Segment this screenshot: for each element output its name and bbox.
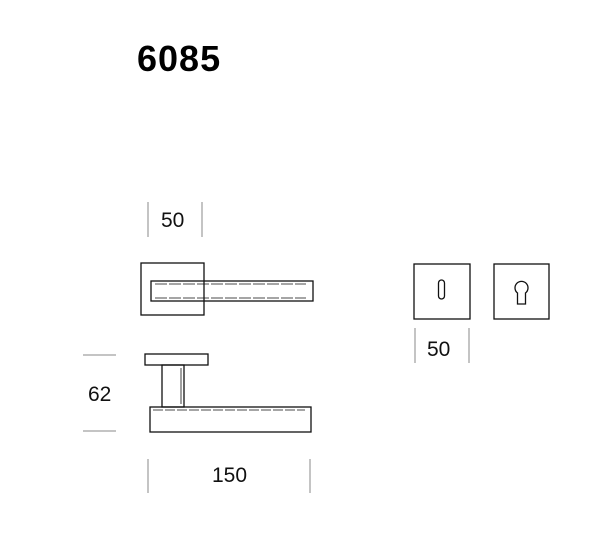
escutcheon-keyhole	[413, 263, 471, 320]
lever-bar-top	[150, 280, 314, 302]
dimension-lines	[83, 202, 470, 493]
dimension-escutcheon-width: 50	[427, 338, 451, 361]
cylinder-hole-icon	[514, 280, 529, 305]
lever-side-view	[144, 353, 312, 433]
rose-square-top	[140, 262, 205, 316]
lever-bar-side	[149, 406, 312, 433]
dimension-lever-length: 150	[212, 464, 248, 487]
dimension-height: 62	[88, 383, 112, 406]
keyhole-slot-icon	[437, 279, 446, 300]
dimension-rose-width: 50	[161, 209, 185, 232]
product-code: 6085	[137, 38, 222, 79]
rose-side	[144, 353, 209, 366]
lever-top-view	[140, 262, 314, 316]
escutcheon-euro-cylinder	[493, 263, 550, 320]
